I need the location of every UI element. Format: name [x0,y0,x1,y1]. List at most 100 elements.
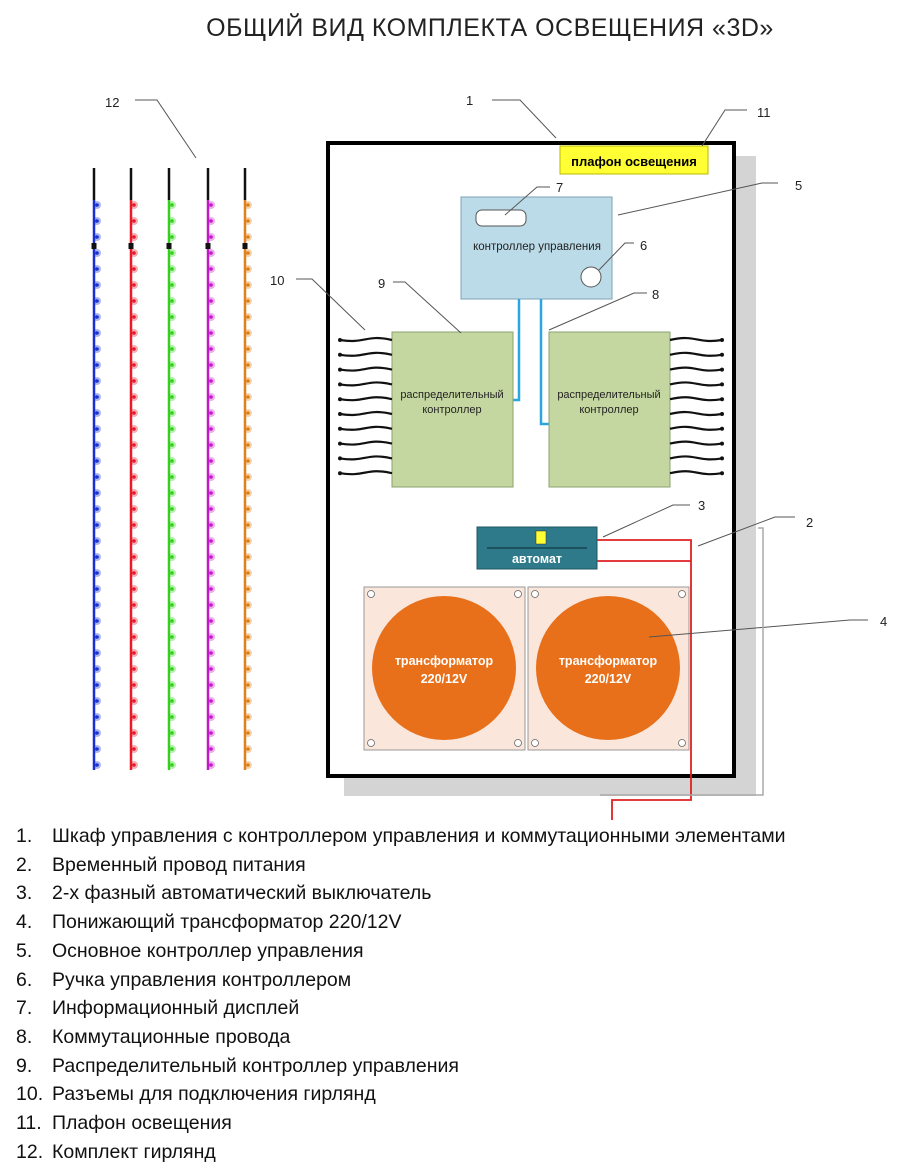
garland-connector [339,336,393,343]
garland-set [91,168,252,770]
legend-item: 1.Шкаф управления с контроллером управле… [16,822,786,851]
leader-12 [135,99,197,159]
leader-11 [701,109,747,147]
connectors-left [338,336,393,476]
trans-right-line1: трансформатор [559,654,658,668]
legend-item: 7. Информационный дисплей [16,994,786,1023]
legend-number: 5. [16,939,33,962]
dist-left-line2: контроллер [422,404,481,416]
legend-item: 11. Плафон освещения [16,1109,786,1138]
switching-wire-left [513,299,521,402]
garland-connector [339,366,393,372]
display-block [475,209,527,227]
dist-right-line1: распределительный [557,389,660,401]
garland-connector [669,336,723,343]
dist-left-line1: распределительный [400,389,503,401]
callout-8: 8 [652,287,659,302]
legend-number: 1. [16,825,33,847]
leader-9 [393,281,462,334]
legend-number: 9. [16,1054,33,1077]
dist-controller-left [391,331,514,488]
dist-right-line2: контроллер [579,404,638,416]
legend-text: Коммутационные провода [52,1025,291,1048]
garland-strip [166,168,176,770]
legend-number: 2. [16,853,33,876]
legend-text: Распределительный контроллер управления [52,1054,459,1077]
legend-item: 8. Коммутационные провода [16,1023,786,1052]
trans-left-line1: трансформатор [395,654,494,668]
legend-text: Ручка управления контроллером [52,968,352,991]
leader-7 [504,186,550,216]
garland-connector [339,455,393,461]
garland-connector [669,425,723,431]
legend-list: 1.Шкаф управления с контроллером управле… [16,822,786,1166]
legend-number: 11. [16,1112,42,1135]
screw [678,590,686,598]
legend-text: Плафон освещения [52,1112,232,1135]
garland-connector [339,470,393,476]
garland-strip [128,168,138,770]
legend-text: Временный провод питания [52,853,306,876]
callout-10: 10 [270,273,284,288]
callout-6: 6 [640,238,647,253]
legend-text: Основное контроллер управления [52,939,364,962]
leader-10 [296,278,366,331]
leader-2 [697,516,795,547]
garland-strip [205,168,215,770]
legend-number: 10. [16,1083,44,1106]
garland-strip [91,168,101,770]
leader-6 [598,242,634,271]
screw [531,739,539,747]
legend-text: Понижающий трансформатор 220/12V [52,911,402,934]
garland-connector [669,351,723,357]
callout-3: 3 [698,498,705,513]
legend-text: Информационный дисплей [52,997,300,1020]
leader-5 [617,182,778,216]
garland-connector [669,410,723,417]
legend-number: 8. [16,1025,33,1048]
garland-connector [669,440,723,446]
transformer-right [536,596,680,740]
screw [514,739,522,747]
control-knob [580,266,602,288]
garland-connector [339,410,393,417]
legend-number: 7. [16,997,33,1020]
temporary-wire [600,527,764,796]
switching-wire-right [539,299,549,426]
lamp-block [559,145,709,175]
legend-item: 12.Комплект гирлянд [16,1138,786,1167]
screw [367,590,375,598]
leader-8 [548,292,647,331]
garland-connector [669,470,723,476]
garland-connector [669,396,723,402]
page-title: ОБЩИЙ ВИД КОМПЛЕКТА ОСВЕЩЕНИЯ «3D» [206,14,774,42]
garland-connector [339,425,393,431]
connectors-right [669,336,724,476]
legend-number: 4. [16,911,33,934]
callout-4: 4 [880,614,887,629]
transformer-left [372,596,516,740]
garland-connector [339,396,393,402]
main-controller-label: контроллер управления [473,241,601,253]
screw [514,590,522,598]
legend-item: 10. Разъемы для подключения гирлянд [16,1080,786,1109]
legend-text: 2-х фазный автоматический выключатель [52,882,432,905]
callout-5: 5 [795,178,802,193]
callout-7: 7 [556,180,563,195]
callout-11: 11 [757,105,771,120]
garland-connector [339,440,393,446]
garland-connector [339,381,393,387]
leader-1 [492,99,557,139]
callout-12: 12 [105,95,119,110]
garland-connector [669,366,723,372]
garland-connector [339,351,393,357]
screw [678,739,686,747]
trans-right-line2: 220/12V [585,672,632,686]
screw [531,590,539,598]
callout-2: 2 [806,515,813,530]
legend-item: 9. Распределительный контроллер управлени… [16,1052,786,1081]
garland-connector [669,455,723,461]
legend-text: Разъемы для подключения гирлянд [52,1083,376,1106]
power-wire [597,539,692,820]
trans-left-line2: 220/12V [421,672,468,686]
